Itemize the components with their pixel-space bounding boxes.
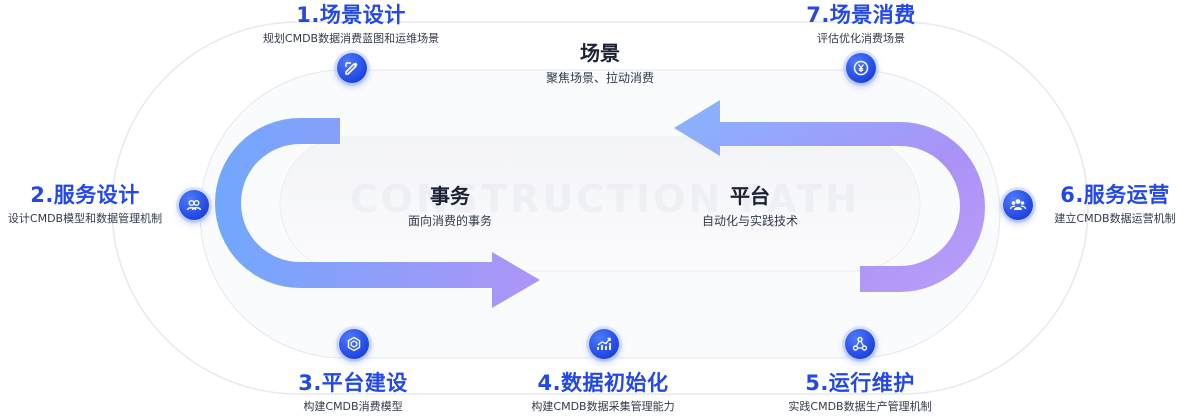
top-center-label: 场景 聚焦场景、拉动消费 xyxy=(530,40,670,87)
inner-left-subtitle: 面向消费的事务 xyxy=(407,214,492,228)
step-2-desc: 设计CMDB模型和数据管理机制 xyxy=(7,212,163,225)
inner-right-label: 平台 自动化与实践技术 xyxy=(680,183,820,230)
step-5-desc: 实践CMDB数据生产管理机制 xyxy=(788,400,932,413)
step-6-title: 6.服务运营 xyxy=(1060,183,1170,207)
yuan-coin-icon xyxy=(846,53,876,83)
step-4-desc: 构建CMDB数据采集管理能力 xyxy=(531,400,675,413)
inner-right-title: 平台 xyxy=(730,184,770,208)
top-center-title: 场景 xyxy=(580,41,620,65)
step-6-desc: 建立CMDB数据运营机制 xyxy=(1054,212,1176,225)
inner-right-subtitle: 自动化与实践技术 xyxy=(701,214,798,228)
users-group-icon xyxy=(1003,190,1033,220)
trend-chart-icon xyxy=(589,329,619,359)
pen-ruler-icon xyxy=(337,53,367,83)
step-3-desc: 构建CMDB消费模型 xyxy=(303,400,403,413)
right-cycle-arrow xyxy=(674,100,985,292)
left-cycle-arrow xyxy=(215,118,540,308)
step-5: 5.运行维护 实践CMDB数据生产管理机制 xyxy=(750,370,970,415)
team-icon xyxy=(179,190,209,220)
outer-orbit xyxy=(111,21,1089,395)
step-3-title: 3.平台建设 xyxy=(298,371,408,395)
step-4-title: 4.数据初始化 xyxy=(537,371,669,395)
step-1-desc: 规划CMDB数据消费蓝图和运维场景 xyxy=(262,32,440,45)
watermark-text: CONSTRUCTION PATH xyxy=(349,177,861,221)
nodes-icon xyxy=(845,329,875,359)
step-1: 1.场景设计 规划CMDB数据消费蓝图和运维场景 xyxy=(236,2,466,47)
step-1-title: 1.场景设计 xyxy=(296,3,406,27)
step-7-title: 7.场景消费 xyxy=(806,3,916,27)
platform-hexagon-icon xyxy=(339,329,369,359)
step-7: 7.场景消费 评估优化消费场景 xyxy=(746,2,976,47)
inner-left-title: 事务 xyxy=(430,184,470,208)
step-6: 6.服务运营 建立CMDB数据运营机制 xyxy=(1040,182,1190,227)
step-5-title: 5.运行维护 xyxy=(805,371,915,395)
step-3: 3.平台建设 构建CMDB消费模型 xyxy=(243,370,463,415)
inner-capsule xyxy=(279,136,921,272)
step-7-desc: 评估优化消费场景 xyxy=(817,32,905,45)
step-4: 4.数据初始化 构建CMDB数据采集管理能力 xyxy=(493,370,713,415)
step-2: 2.服务设计 设计CMDB模型和数据管理机制 xyxy=(0,182,170,227)
step-2-title: 2.服务设计 xyxy=(30,183,140,207)
top-center-subtitle: 聚焦场景、拉动消费 xyxy=(545,71,654,85)
inner-left-label: 事务 面向消费的事务 xyxy=(380,183,520,230)
